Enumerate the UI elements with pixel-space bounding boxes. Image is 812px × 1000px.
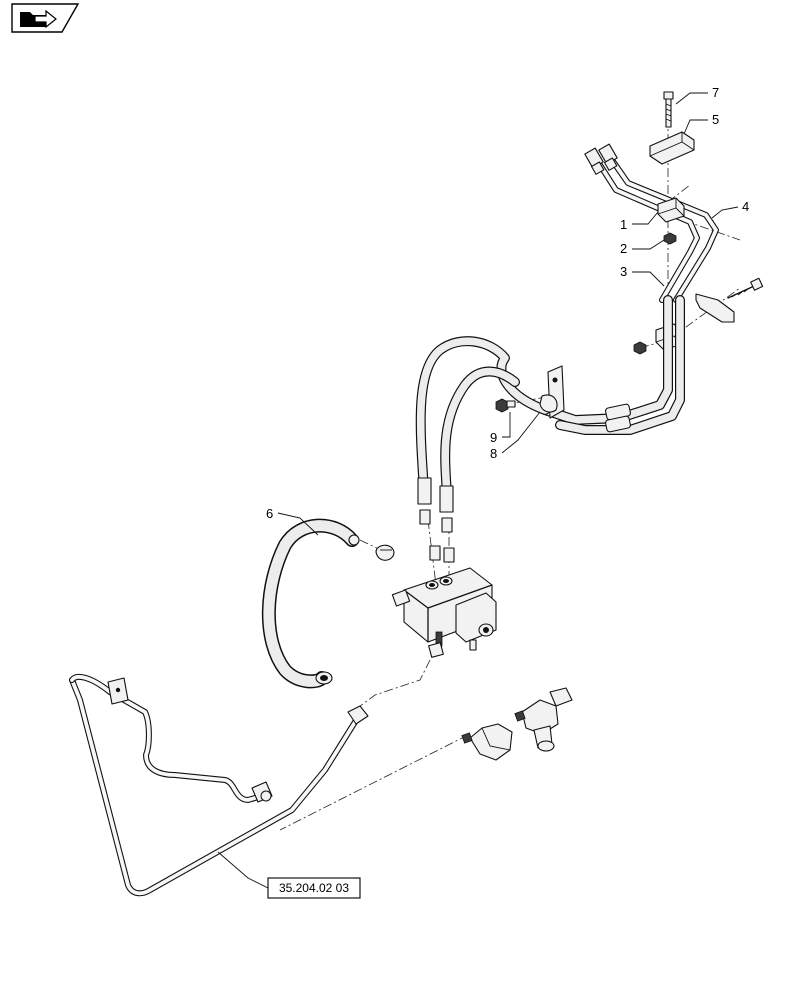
tube-nut-top	[347, 705, 369, 725]
clamp-plate-lower	[695, 293, 735, 323]
callout-4[interactable]: 4	[742, 199, 749, 214]
callout-8[interactable]: 8	[490, 446, 497, 461]
nav-badge[interactable]	[11, 3, 80, 33]
hose-clamp	[375, 544, 395, 561]
callout-6[interactable]: 6	[266, 506, 273, 521]
folder-arrow-icon	[20, 9, 57, 29]
reference-link[interactable]: 35.204.02 03	[267, 877, 361, 899]
clip	[539, 394, 558, 413]
nut-lower	[633, 341, 647, 355]
hose-4-upper	[597, 157, 719, 303]
clamp-plate	[649, 131, 695, 165]
tube-bracket	[107, 677, 129, 705]
hose-crimps-right	[605, 403, 631, 433]
leader-lines	[217, 92, 739, 889]
callout-2[interactable]: 2	[620, 241, 627, 256]
reference-label: 35.204.02 03	[279, 881, 349, 895]
bolt-small	[495, 398, 516, 413]
elbow-fitting	[461, 723, 513, 761]
tube-nut-bottom	[251, 781, 273, 803]
callout-9[interactable]: 9	[490, 430, 497, 445]
nut-upper	[663, 232, 677, 245]
hoses-to-valve	[415, 336, 550, 500]
bolt-upper	[663, 91, 674, 128]
control-valve	[391, 567, 497, 658]
callout-5[interactable]: 5	[712, 112, 719, 127]
hose-3-lower	[540, 295, 685, 435]
hose-end-fittings-top	[584, 143, 618, 175]
bolt-lower	[727, 277, 764, 299]
clamp-half-upper	[657, 197, 685, 223]
callout-7[interactable]: 7	[712, 85, 719, 100]
tee-fitting	[514, 687, 573, 752]
callout-3[interactable]: 3	[620, 264, 627, 279]
lower-tube-assembly	[69, 673, 358, 897]
callout-1[interactable]: 1	[620, 217, 627, 232]
hose-end-fittings-valve	[417, 477, 455, 563]
hose-6-loop	[261, 518, 360, 689]
